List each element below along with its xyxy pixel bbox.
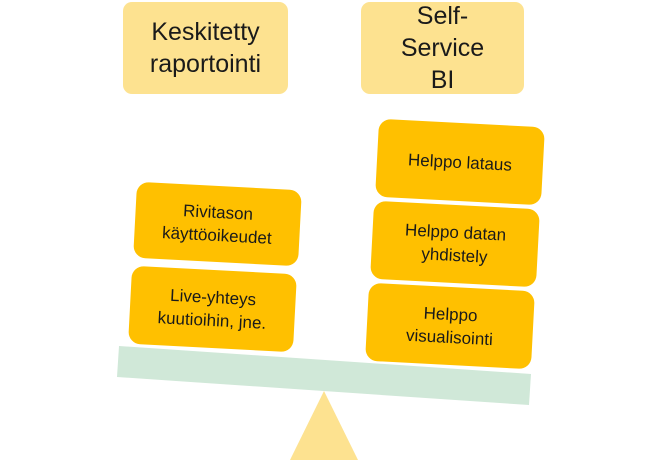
header-self-service-bi: Self-Service BI [361,2,524,94]
header-centralized-reporting-label: Keskitetty raportointi [149,18,262,78]
header-centralized-reporting: Keskitetty raportointi [123,2,288,94]
header-self-service-bi-label: Self-Service BI [400,2,485,94]
seesaw-beam [117,346,531,405]
seesaw-fulcrum [290,391,358,460]
